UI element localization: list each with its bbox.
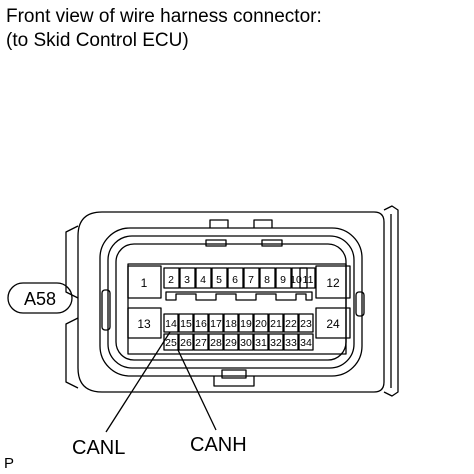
pin-19-label: 19 bbox=[240, 318, 252, 330]
pin-20-label: 20 bbox=[255, 318, 267, 330]
right-latch bbox=[383, 205, 399, 397]
pin-29-label: 29 bbox=[225, 337, 237, 349]
left-notch bbox=[101, 289, 111, 331]
connector-code-bubble bbox=[7, 282, 73, 314]
pin-5-label: 5 bbox=[216, 274, 222, 286]
keying-rib bbox=[165, 291, 313, 301]
connector-code: A58 bbox=[24, 289, 56, 309]
bottom-slot bbox=[221, 369, 247, 379]
pin-26-label: 26 bbox=[180, 337, 192, 349]
pin-15-label: 15 bbox=[180, 318, 192, 330]
pin-27-label: 27 bbox=[195, 337, 207, 349]
pin-34-label: 34 bbox=[300, 337, 312, 349]
left-rail-bottom bbox=[65, 317, 79, 389]
pin-2-label: 2 bbox=[168, 274, 174, 286]
pin-8-label: 8 bbox=[264, 274, 270, 286]
pin-1-label: 1 bbox=[141, 276, 148, 290]
pin-24-label: 24 bbox=[326, 317, 340, 331]
inner-shell-outer bbox=[99, 227, 363, 377]
inner-shell-middle bbox=[107, 235, 355, 369]
canh-label: CANH bbox=[190, 434, 247, 456]
pin-32-label: 32 bbox=[270, 337, 282, 349]
canl-leader bbox=[105, 331, 171, 433]
bottom-tab bbox=[213, 376, 255, 387]
canl-label: CANL bbox=[72, 437, 125, 459]
pin-22-label: 22 bbox=[285, 318, 297, 330]
right-notch bbox=[355, 291, 365, 317]
pin-31-label: 31 bbox=[255, 337, 267, 349]
pin-33-label: 33 bbox=[285, 337, 297, 349]
pin-10-label: 10 bbox=[290, 274, 302, 286]
pin-28-label: 28 bbox=[210, 337, 222, 349]
pin-23-label: 23 bbox=[300, 318, 312, 330]
pin-4-label: 4 bbox=[200, 274, 206, 286]
title-line-2: (to Skid Control ECU) bbox=[6, 30, 189, 51]
pin-cell-1 bbox=[127, 265, 162, 299]
connector-housing bbox=[77, 211, 385, 393]
pin-6-label: 6 bbox=[232, 274, 238, 286]
top-tab-right bbox=[253, 219, 273, 228]
pin-30-label: 30 bbox=[240, 337, 252, 349]
pin-16-label: 16 bbox=[195, 318, 207, 330]
pin-11-label: 11 bbox=[303, 274, 314, 286]
pin-cell-12 bbox=[315, 265, 351, 299]
pin-7-label: 7 bbox=[248, 274, 254, 286]
top-tab-left bbox=[209, 219, 229, 228]
pin-17-label: 17 bbox=[210, 318, 222, 330]
pin-25-label: 25 bbox=[165, 337, 177, 349]
title-line-1: Front view of wire harness connector: bbox=[6, 6, 322, 27]
pin-cell-13 bbox=[127, 307, 162, 339]
pin-13-label: 13 bbox=[137, 317, 151, 331]
top-slot-1 bbox=[205, 239, 227, 247]
canh-leader bbox=[177, 349, 217, 431]
pin-21-label: 21 bbox=[270, 318, 282, 330]
pin-18-label: 18 bbox=[225, 318, 237, 330]
pin-cell-24 bbox=[315, 307, 351, 339]
top-slot-2 bbox=[261, 239, 283, 247]
pin-9-label: 9 bbox=[280, 274, 286, 286]
pin-14-label: 14 bbox=[165, 318, 177, 330]
pin-12-label: 12 bbox=[326, 276, 340, 290]
corner-mark: P bbox=[4, 455, 14, 472]
pin-3-label: 3 bbox=[184, 274, 190, 286]
